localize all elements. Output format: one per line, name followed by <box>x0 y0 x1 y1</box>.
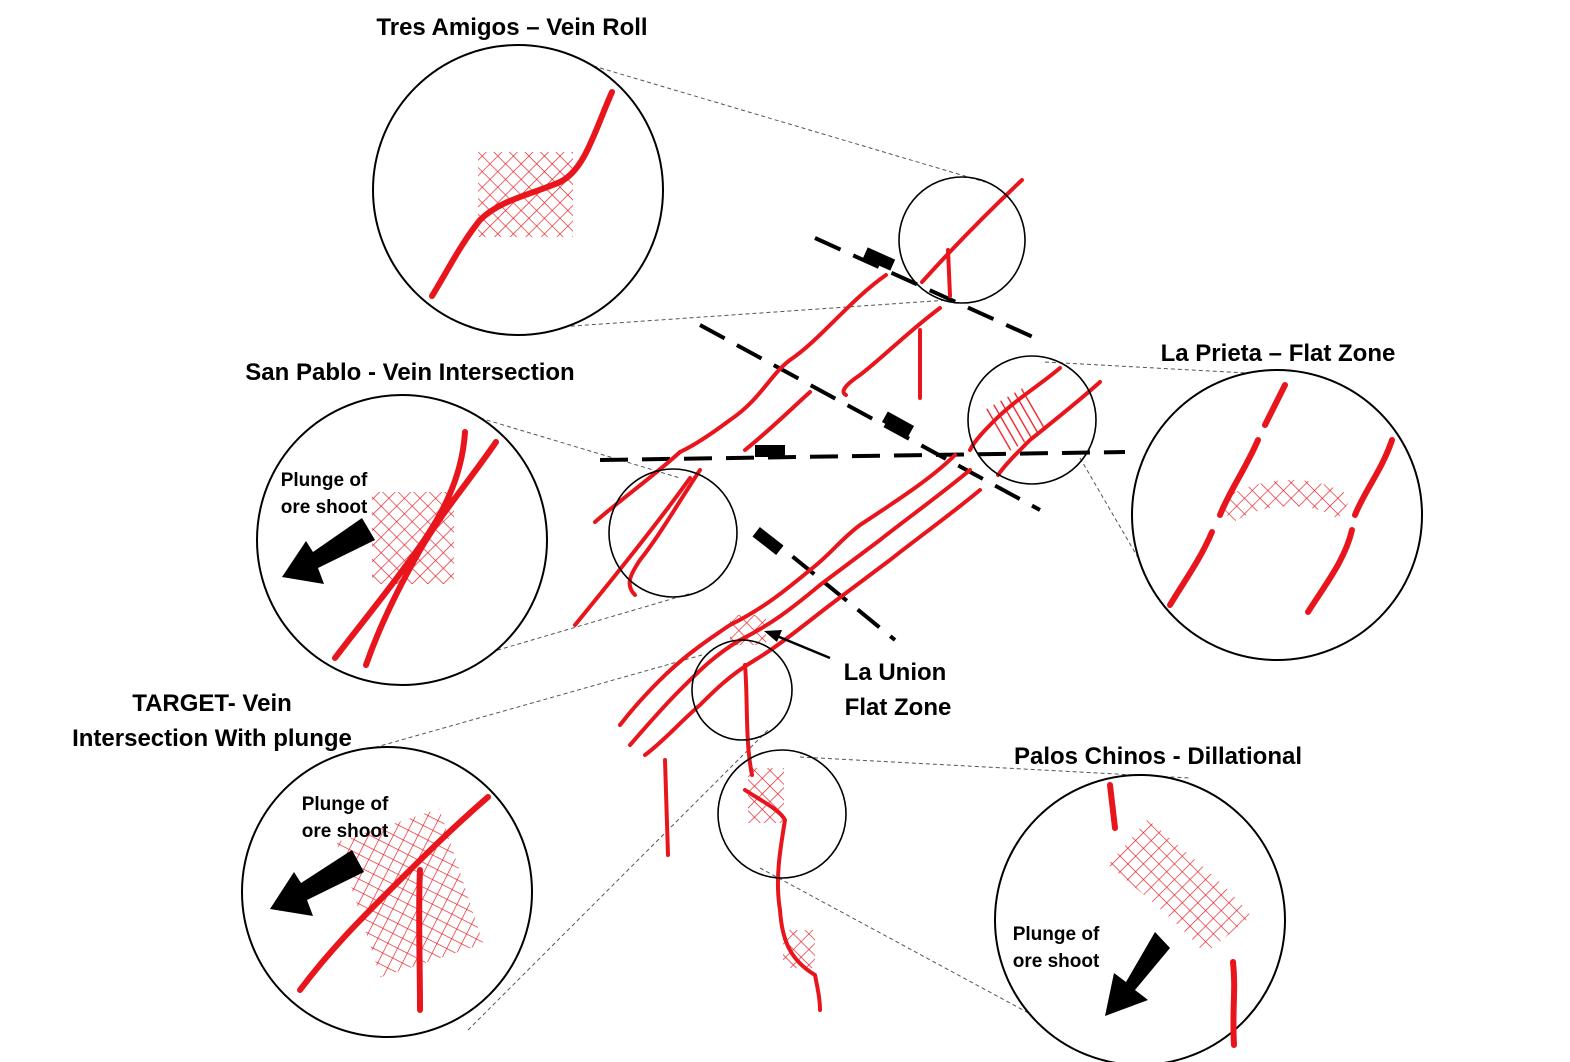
plunge-label-line2: ore shoot <box>281 497 368 518</box>
label-target-line1: TARGET- Vein <box>132 690 292 717</box>
la-union-pointer-head <box>764 630 782 642</box>
fault-horizontal <box>599 450 1126 462</box>
fault-tick <box>752 527 784 555</box>
label-la-prieta: La Prieta – Flat Zone <box>1161 340 1396 367</box>
small-circle-palos-chinos <box>717 749 847 879</box>
small-circle-la-prieta <box>967 355 1097 485</box>
fault-tick <box>881 411 915 437</box>
fault-tick <box>755 445 785 457</box>
small-circle-tres-amigos <box>898 176 1026 304</box>
label-la-union-line1: La Union <box>844 659 947 686</box>
plunge-arrow <box>270 850 364 916</box>
label-target-line2: Intersection With plunge <box>72 725 352 752</box>
fault-middle <box>699 323 1041 512</box>
plunge-label-line2: ore shoot <box>1013 951 1100 972</box>
inset-palos-chinos: Plunge of ore shoot <box>994 774 1286 1062</box>
small-circle-target <box>691 639 793 741</box>
la-union-pointer <box>771 632 831 660</box>
hatch-la-prieta-small <box>983 385 1051 453</box>
small-circle-san-pablo <box>608 468 738 598</box>
fault-tick <box>862 247 896 271</box>
central-map <box>573 176 1126 1012</box>
plunge-arrow <box>282 518 375 584</box>
label-la-union-line2: Flat Zone <box>845 694 952 721</box>
hatch-palos-lower <box>783 930 815 968</box>
inset-san-pablo: Plunge of ore shoot <box>256 394 548 686</box>
label-san-pablo: San Pablo - Vein Intersection <box>245 359 574 386</box>
central-veins <box>573 178 1102 1012</box>
plunge-label-line1: Plunge of <box>1013 924 1100 945</box>
plunge-arrow <box>1105 932 1170 1016</box>
inset-tres-amigos <box>372 44 664 336</box>
hatch-palos-small <box>748 768 784 823</box>
plunge-label-line1: Plunge of <box>281 470 368 491</box>
label-tres-amigos: Tres Amigos – Vein Roll <box>376 14 647 41</box>
inset-target: Plunge of ore shoot <box>241 746 533 1038</box>
label-palos-chinos: Palos Chinos - Dillational <box>1014 743 1302 770</box>
plunge-label-line1: Plunge of <box>302 794 389 815</box>
plunge-label-line2: ore shoot <box>302 821 389 842</box>
inset-hatch <box>336 808 484 978</box>
inset-la-prieta <box>1131 369 1423 661</box>
fault-lower <box>758 528 897 642</box>
